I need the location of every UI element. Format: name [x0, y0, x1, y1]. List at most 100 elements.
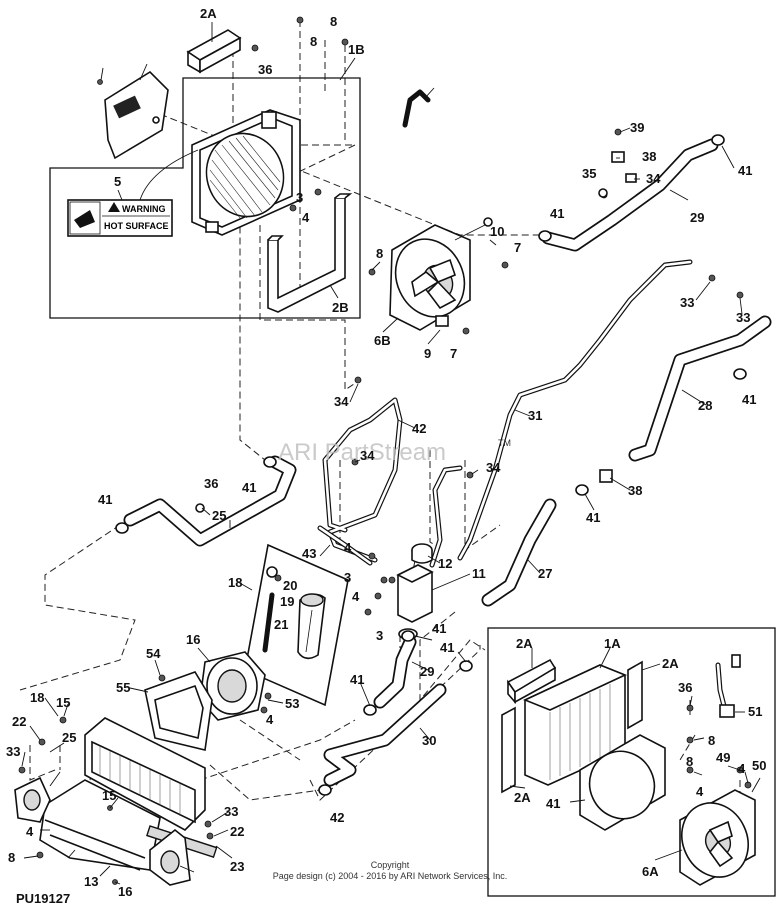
- side-plate-54: [104, 70, 169, 160]
- callout-label: 22: [12, 714, 26, 729]
- callout-label: 7: [450, 346, 457, 361]
- shroud-49: [144, 671, 213, 751]
- callout-label: 3: [296, 190, 303, 205]
- callout-label: 4: [344, 540, 352, 555]
- callout-label: 41: [742, 392, 756, 407]
- callout-label: 8: [330, 14, 337, 29]
- callout-label: 25: [62, 730, 76, 745]
- callout-label: 42: [412, 421, 426, 436]
- callout-label: 16: [186, 632, 200, 647]
- callout-label: 4: [738, 761, 746, 776]
- callout-label: 22: [230, 824, 244, 839]
- callout-label: 31: [528, 408, 542, 423]
- callout-label: 33: [224, 804, 238, 819]
- callout-label: 8: [8, 850, 15, 865]
- callout-label: 4: [352, 589, 360, 604]
- callout-label: 50: [752, 758, 766, 773]
- hoses: [123, 138, 772, 787]
- callout-label: 29: [420, 664, 434, 679]
- callout-label: 2A: [200, 6, 217, 21]
- callout-label: 41: [432, 621, 446, 636]
- callout-label: 6A: [642, 864, 659, 879]
- callout-label: 2A: [662, 656, 679, 671]
- callout-label: 43: [302, 546, 316, 561]
- radiator-assembly-box: [49, 77, 361, 319]
- callout-label: 7: [514, 240, 521, 255]
- callout-label: 34: [646, 171, 661, 186]
- callout-label: 41: [546, 796, 560, 811]
- filter-kit-18: [244, 543, 349, 707]
- callout-label: 20: [283, 578, 297, 593]
- copyright-line-1: Copyright: [371, 860, 410, 870]
- callout-label: 13: [84, 874, 98, 889]
- watermark: ARI PartStream: [278, 439, 446, 466]
- callout-label: 12: [438, 556, 452, 571]
- callout-label: 51: [748, 704, 762, 719]
- radiator-1b: [191, 109, 301, 236]
- callout-label: 5: [114, 174, 121, 189]
- warning-label-subtitle: HOT SURFACE: [104, 221, 169, 231]
- callout-label: 30: [422, 733, 436, 748]
- callout-label: 15: [102, 788, 116, 803]
- callout-label: 35: [582, 166, 596, 181]
- copyright-line-2: Page design (c) 2004 - 2016 by ARI Netwo…: [273, 871, 508, 881]
- callout-label: 41: [550, 206, 564, 221]
- fan-shroud-16: [199, 651, 266, 721]
- callout-label: 2B: [332, 300, 349, 315]
- callout-label: 3: [344, 570, 351, 585]
- callout-label: 41: [242, 480, 256, 495]
- callout-label: 41: [98, 492, 112, 507]
- callout-label: 29: [690, 210, 704, 225]
- clip-53: [402, 89, 431, 128]
- coolant-reservoir-11: [396, 543, 434, 640]
- watermark-trademark: TM: [498, 438, 511, 448]
- callout-label: 54: [146, 646, 161, 661]
- callout-label: 11: [472, 566, 486, 581]
- callout-label: 39: [630, 120, 644, 135]
- callout-label: 36: [204, 476, 218, 491]
- tubes: [317, 259, 693, 568]
- diagram-id: PU19127: [16, 891, 70, 906]
- callout-label: 36: [678, 680, 692, 695]
- foam-seal-2b: [267, 193, 353, 313]
- callout-label: 38: [642, 149, 656, 164]
- callout-label: 23: [230, 859, 244, 874]
- oil-cooler: [84, 717, 206, 831]
- callout-label: 28: [698, 398, 712, 413]
- callout-label: 3: [376, 628, 383, 643]
- callout-label: 6B: [374, 333, 391, 348]
- callout-label: 2A: [514, 790, 531, 805]
- callout-label: 4: [302, 210, 310, 225]
- callout-label: 18: [228, 575, 242, 590]
- callout-label: 1B: [348, 42, 365, 57]
- fasteners: [18, 16, 752, 885]
- callout-label: 34: [486, 460, 501, 475]
- callout-labels: 2A 8 8 36 1B 5 3 4 2B 8 6B 9 7 10 7 41 3…: [6, 6, 766, 899]
- callout-label: 21: [274, 617, 288, 632]
- detail-box-1a: [487, 627, 776, 897]
- foam-strip-2a-top: [186, 29, 242, 74]
- callout-label: 8: [376, 246, 383, 261]
- callout-label: 8: [310, 34, 317, 49]
- callout-label: 18: [30, 690, 44, 705]
- callout-label: 53: [285, 696, 299, 711]
- callout-label: 25: [212, 508, 226, 523]
- callout-label: 42: [330, 810, 344, 825]
- duct-50: [14, 776, 51, 823]
- callout-label: 41: [586, 510, 600, 525]
- callout-label: 4: [266, 712, 274, 727]
- callout-label: 34: [334, 394, 349, 409]
- callout-label: 15: [56, 695, 70, 710]
- callout-label: 2A: [516, 636, 533, 651]
- callout-label: 49: [716, 750, 730, 765]
- warning-label-title: WARNING: [122, 204, 166, 214]
- callout-label: 9: [424, 346, 431, 361]
- callout-label: 4: [696, 784, 704, 799]
- callout-label: 33: [680, 295, 694, 310]
- callout-label: 33: [736, 310, 750, 325]
- callout-label: 41: [440, 640, 454, 655]
- callout-label: 4: [26, 824, 34, 839]
- callout-label: 16: [118, 884, 132, 899]
- callout-label: 55: [116, 680, 130, 695]
